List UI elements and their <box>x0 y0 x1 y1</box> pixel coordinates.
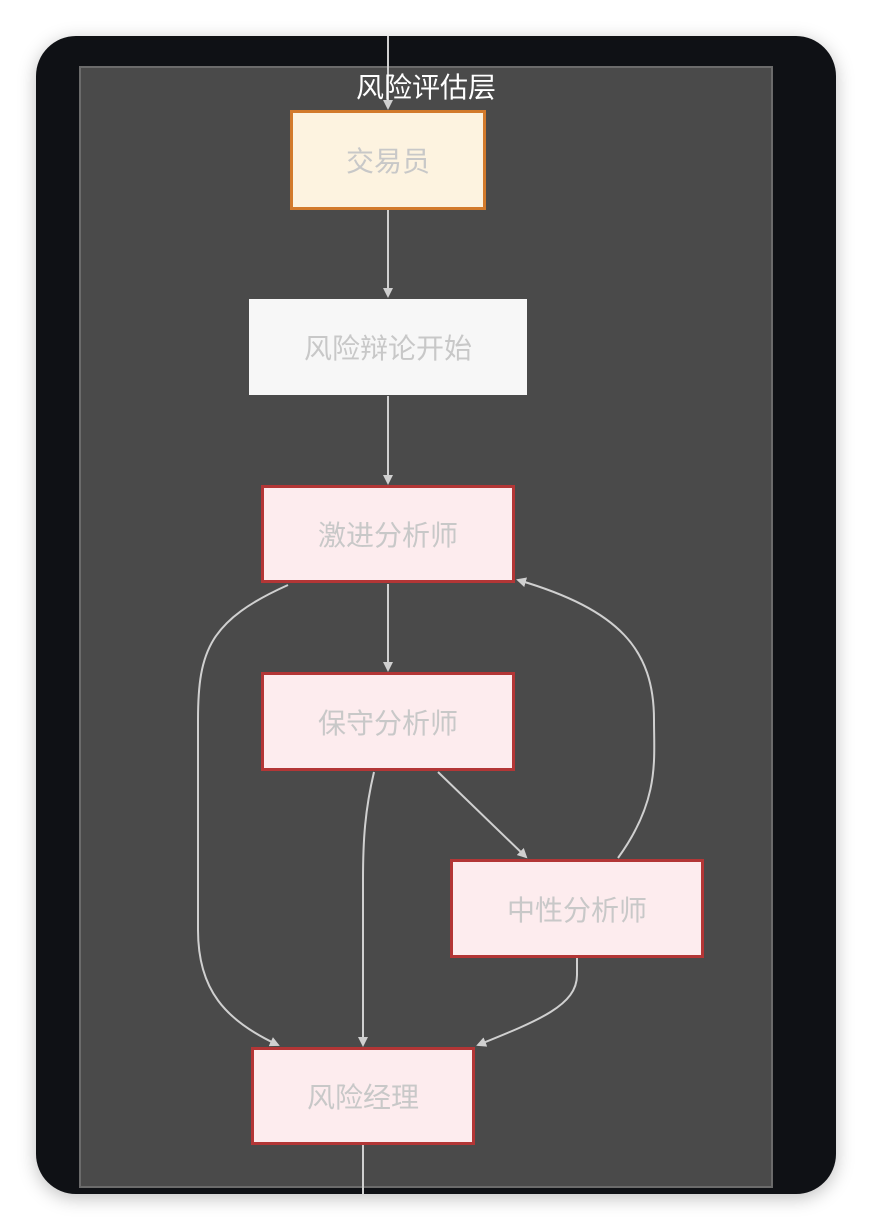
node-risk-manager-label: 风险经理 <box>306 1081 419 1114</box>
risk-assessment-cluster <box>79 66 773 1188</box>
node-aggressive-analyst-label: 激进分析师 <box>317 519 458 552</box>
node-risk-debate-start-label: 风险辩论开始 <box>303 332 472 365</box>
node-neutral-analyst-label: 中性分析师 <box>506 893 647 927</box>
edge-neutral-to-manager <box>476 958 578 1047</box>
node-neutral-analyst[interactable]: 中性分析师 <box>450 859 704 958</box>
node-conservative-analyst[interactable]: 保守分析师 <box>261 672 515 771</box>
edge-conservative-to-neutral <box>437 771 528 859</box>
node-conservative-analyst-label: 保守分析师 <box>317 706 458 740</box>
edge-neutral-to-aggressive <box>516 577 656 859</box>
cluster-title: 风险评估层 <box>355 71 496 104</box>
edge-conservative-to-manager <box>358 771 375 1047</box>
edge-aggressive-to-manager <box>197 584 289 1047</box>
node-risk-manager[interactable]: 风险经理 <box>251 1047 475 1145</box>
node-trader[interactable]: 交易员 <box>290 110 486 210</box>
node-risk-debate-start[interactable]: 风险辩论开始 <box>249 299 527 395</box>
node-trader-label: 交易员 <box>345 145 430 178</box>
node-aggressive-analyst[interactable]: 激进分析师 <box>261 485 515 583</box>
